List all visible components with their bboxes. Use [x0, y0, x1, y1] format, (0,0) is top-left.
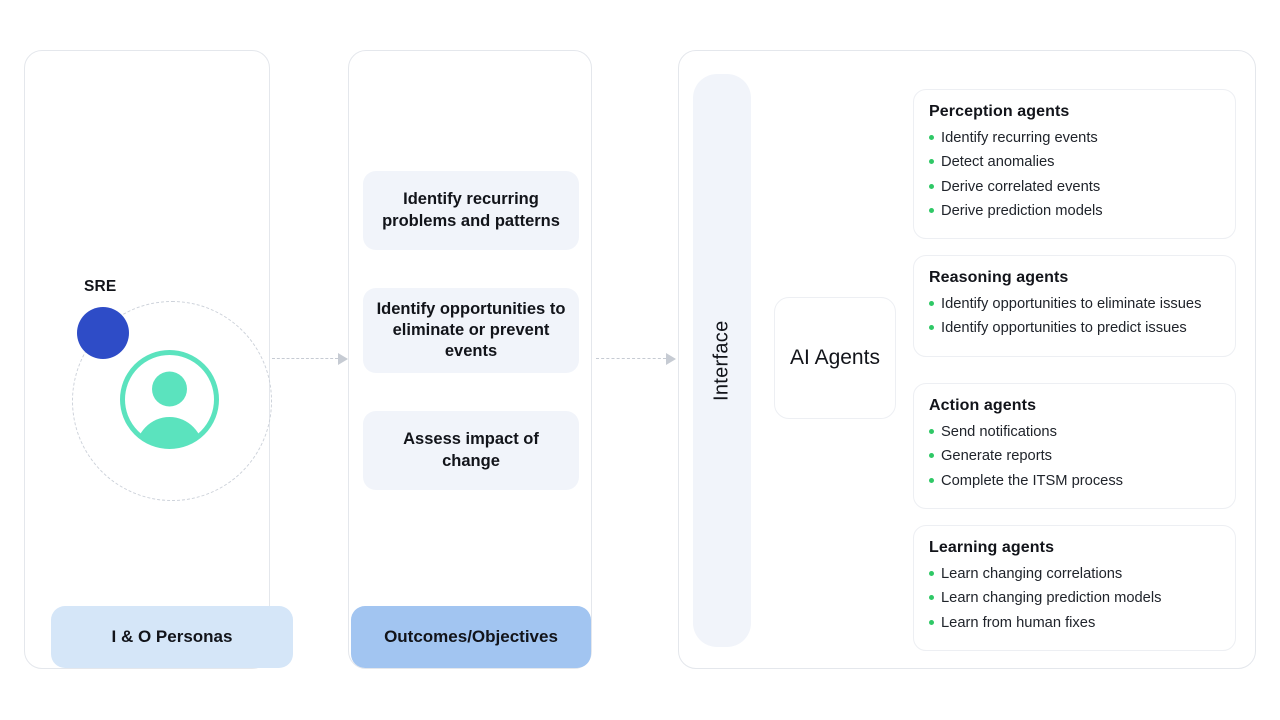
- personas-banner-label: I & O Personas: [111, 627, 233, 646]
- agent-list-item: Generate reports: [929, 444, 1220, 468]
- agent-list-item: Detect anomalies: [929, 150, 1220, 174]
- agent-card-list: Learn changing correlations Learn changi…: [929, 562, 1220, 635]
- agent-card-title: Action agents: [929, 397, 1037, 414]
- agent-list-item: Derive correlated events: [929, 175, 1220, 199]
- agent-list-item: Derive prediction models: [929, 199, 1220, 223]
- agent-card-list: Send notifications Generate reports Comp…: [929, 420, 1220, 493]
- outcomes-banner: Outcomes/Objectives: [351, 606, 591, 668]
- agent-list-item: Learn from human fixes: [929, 611, 1220, 635]
- user-avatar-icon: [117, 347, 222, 452]
- outcome-card: Assess impact of change: [363, 411, 579, 490]
- connector-line: [596, 358, 666, 359]
- arrow-head-icon: [338, 353, 348, 365]
- agent-list-item: Identify opportunities to predict issues: [929, 316, 1220, 340]
- outcome-card: Identify opportunities to eliminate or p…: [363, 288, 579, 373]
- interface-label: Interface: [710, 320, 733, 401]
- agent-list-item: Send notifications: [929, 420, 1220, 444]
- interface-bar: Interface: [693, 74, 751, 647]
- arrow-head-icon: [666, 353, 676, 365]
- agent-card-perception: Perception agents Identify recurring eve…: [913, 89, 1236, 239]
- agent-card-title: Perception agents: [929, 103, 1070, 120]
- outcomes-banner-label: Outcomes/Objectives: [384, 627, 558, 646]
- personas-banner: I & O Personas: [51, 606, 293, 668]
- agent-list-item: Identify recurring events: [929, 126, 1220, 150]
- outcomes-panel: Identify recurring problems and patterns…: [348, 50, 592, 669]
- connector-outcomes-to-agents: [596, 353, 676, 365]
- persona-accent-dot: [77, 307, 129, 359]
- persona-role-label: SRE: [84, 278, 117, 295]
- persona-dashed-ring: [72, 301, 272, 501]
- agent-card-list: Identify opportunities to eliminate issu…: [929, 292, 1220, 341]
- connector-personas-to-outcomes: [272, 353, 348, 365]
- outcome-card: Identify recurring problems and patterns: [363, 171, 579, 250]
- agent-card-reasoning: Reasoning agents Identify opportunities …: [913, 255, 1236, 357]
- ai-agents-panel: Interface AI Agents Perception agents Id…: [678, 50, 1256, 669]
- agent-list-item: Learn changing prediction models: [929, 586, 1220, 610]
- agent-card-title: Learning agents: [929, 539, 1055, 556]
- connector-line: [272, 358, 338, 359]
- agent-list-item: Identify opportunities to eliminate issu…: [929, 292, 1220, 316]
- agent-list-item: Learn changing correlations: [929, 562, 1220, 586]
- agent-card-title: Reasoning agents: [929, 269, 1069, 286]
- agent-card-learning: Learning agents Learn changing correlati…: [913, 525, 1236, 651]
- agent-list-item: Complete the ITSM process: [929, 469, 1220, 493]
- personas-panel: SRE I & O Personas: [24, 50, 293, 669]
- ai-agents-hub: AI Agents: [774, 297, 896, 419]
- agent-card-action: Action agents Send notifications Generat…: [913, 383, 1236, 509]
- agent-card-list: Identify recurring events Detect anomali…: [929, 126, 1220, 223]
